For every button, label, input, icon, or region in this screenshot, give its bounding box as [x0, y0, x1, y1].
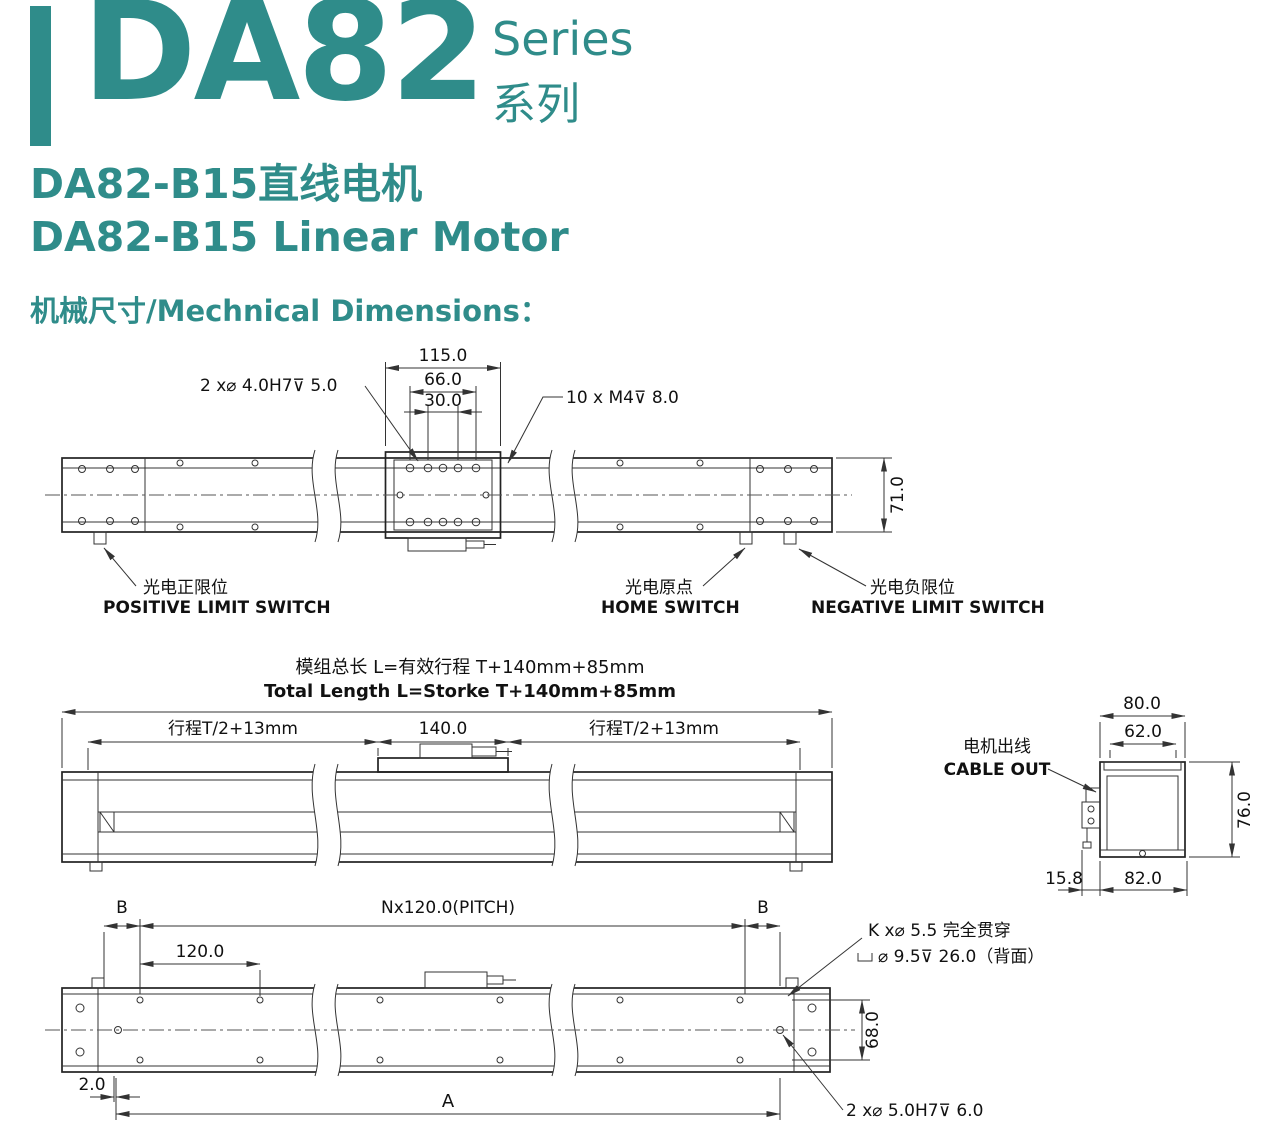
side-view-carriage [377, 743, 512, 773]
dowel-note: 2 x⌀ 5.0H7⊽ 6.0 [846, 1101, 983, 1121]
negative-limit-label-en: NEGATIVE LIMIT SWITCH [811, 598, 1045, 618]
side-view-dimensions [61, 709, 833, 770]
dim-66: 66.0 [424, 370, 462, 390]
end-view-dimensions [1047, 713, 1240, 896]
home-switch-label-en: HOME SWITCH [601, 598, 740, 618]
positive-limit-label-cn: 光电正限位 [143, 578, 228, 598]
side-view: 模组总长 L=有效行程 T+140mm+85mm Total Length L=… [61, 657, 833, 872]
dim-140: 140.0 [419, 719, 468, 739]
stroke-left-label: 行程T/2+13mm [168, 719, 298, 739]
bottom-view-connector [424, 971, 516, 989]
dim-80: 80.0 [1123, 694, 1161, 714]
end-view-cable-connector [1081, 787, 1101, 849]
counterbore-icon [857, 953, 873, 962]
bottom-view: B Nx120.0(PITCH) B 120.0 K x⌀ 5.5 完全贯穿 ⌀… [45, 898, 1044, 1121]
dim-76: 76.0 [1235, 791, 1255, 829]
series-code: DA82 [82, 0, 486, 132]
dim-b-right: B [757, 898, 769, 918]
stroke-right-label: 行程T/2+13mm [589, 719, 719, 739]
positive-limit-label-en: POSITIVE LIMIT SWITCH [103, 598, 331, 618]
home-switch-label-cn: 光电原点 [625, 578, 693, 598]
top-view-dimensions [103, 362, 892, 587]
pin-hole-note: 2 x⌀ 4.0H7⊽ 5.0 [200, 376, 337, 396]
cable-out-label-en: CABLE OUT [944, 760, 1051, 780]
top-view-limit-switches [93, 531, 797, 545]
total-length-label-cn: 模组总长 L=有效行程 T+140mm+85mm [295, 657, 644, 678]
through-hole-note: K x⌀ 5.5 完全贯穿 [868, 921, 1011, 941]
dim-15-8: 15.8 [1045, 869, 1083, 889]
dim-115: 115.0 [419, 346, 468, 366]
series-label-cn: 系列 [492, 79, 580, 130]
side-view-module-body [61, 771, 833, 872]
pitch-note: Nx120.0(PITCH) [381, 898, 515, 918]
counterbore-note: ⌀ 9.5⊽ 26.0（背面） [878, 947, 1044, 967]
cable-out-label-cn: 电机出线 [963, 737, 1031, 757]
series-accent-bar [30, 6, 51, 146]
series-label-en: Series [492, 12, 634, 66]
total-length-label-en: Total Length L=Storke T+140mm+85mm [264, 681, 676, 702]
dim-68: 68.0 [863, 1011, 883, 1049]
model-title-en: DA82-B15 Linear Motor [30, 213, 569, 261]
top-view-break-lines [311, 449, 579, 543]
bottom-view-switches [91, 977, 799, 989]
end-view-body [1099, 761, 1186, 858]
dim-82: 82.0 [1124, 869, 1162, 889]
model-title-cn: DA82-B15直线电机 [30, 160, 423, 208]
top-view-grease-fitting [407, 537, 496, 552]
dim-b-left: B [116, 898, 128, 918]
dim-120: 120.0 [176, 942, 225, 962]
dim-71: 71.0 [888, 476, 908, 514]
negative-limit-label-cn: 光电负限位 [870, 578, 955, 598]
dim-2: 2.0 [78, 1075, 105, 1095]
section-title: 机械尺寸/Mechnical Dimensions： [30, 294, 549, 328]
mount-hole-note: 10 x M4⊽ 8.0 [566, 388, 679, 408]
side-view-break-lines [311, 763, 579, 867]
dim-30: 30.0 [424, 391, 462, 411]
bottom-view-dimensions [90, 919, 870, 1120]
dim-a: A [442, 1091, 455, 1112]
dim-62: 62.0 [1124, 722, 1162, 742]
top-view: 115.0 66.0 30.0 2 x⌀ 4.0H7⊽ 5.0 10 x M4⊽… [45, 346, 1045, 618]
end-view: 80.0 62.0 电机出线 CABLE OUT 76.0 15.8 82.0 [944, 694, 1255, 896]
